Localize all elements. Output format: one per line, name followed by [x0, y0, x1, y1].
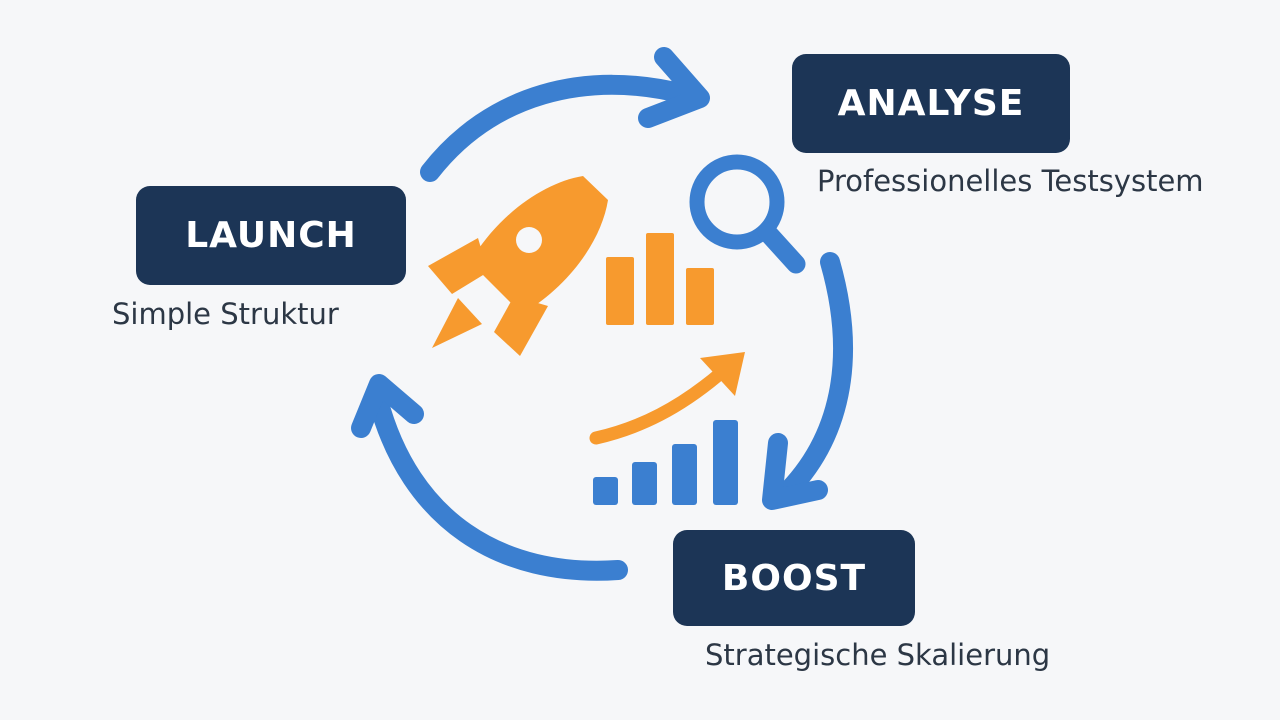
boost-stage-box: BOOST — [673, 530, 915, 626]
cycle-arrow-left — [351, 374, 628, 581]
boost-stage-description: Strategische Skalierung — [705, 638, 1051, 672]
analyse-stage-description: Professionelles Testsystem — [817, 164, 1204, 198]
growth-chart-icon — [589, 352, 745, 505]
launch-stage-box: LAUNCH — [136, 186, 406, 285]
cycle-arrow-right — [762, 252, 853, 510]
bar-chart-icon — [606, 233, 714, 325]
launch-stage-title: LAUNCH — [185, 215, 357, 256]
analyse-stage-title: ANALYSE — [837, 83, 1025, 124]
launch-stage-description: Simple Struktur — [112, 297, 339, 331]
magnifier-icon — [689, 154, 806, 274]
cycle-arrow-top — [420, 47, 710, 182]
analyse-stage-box: ANALYSE — [792, 54, 1070, 153]
rocket-icon — [428, 176, 608, 356]
boost-stage-title: BOOST — [721, 557, 867, 599]
